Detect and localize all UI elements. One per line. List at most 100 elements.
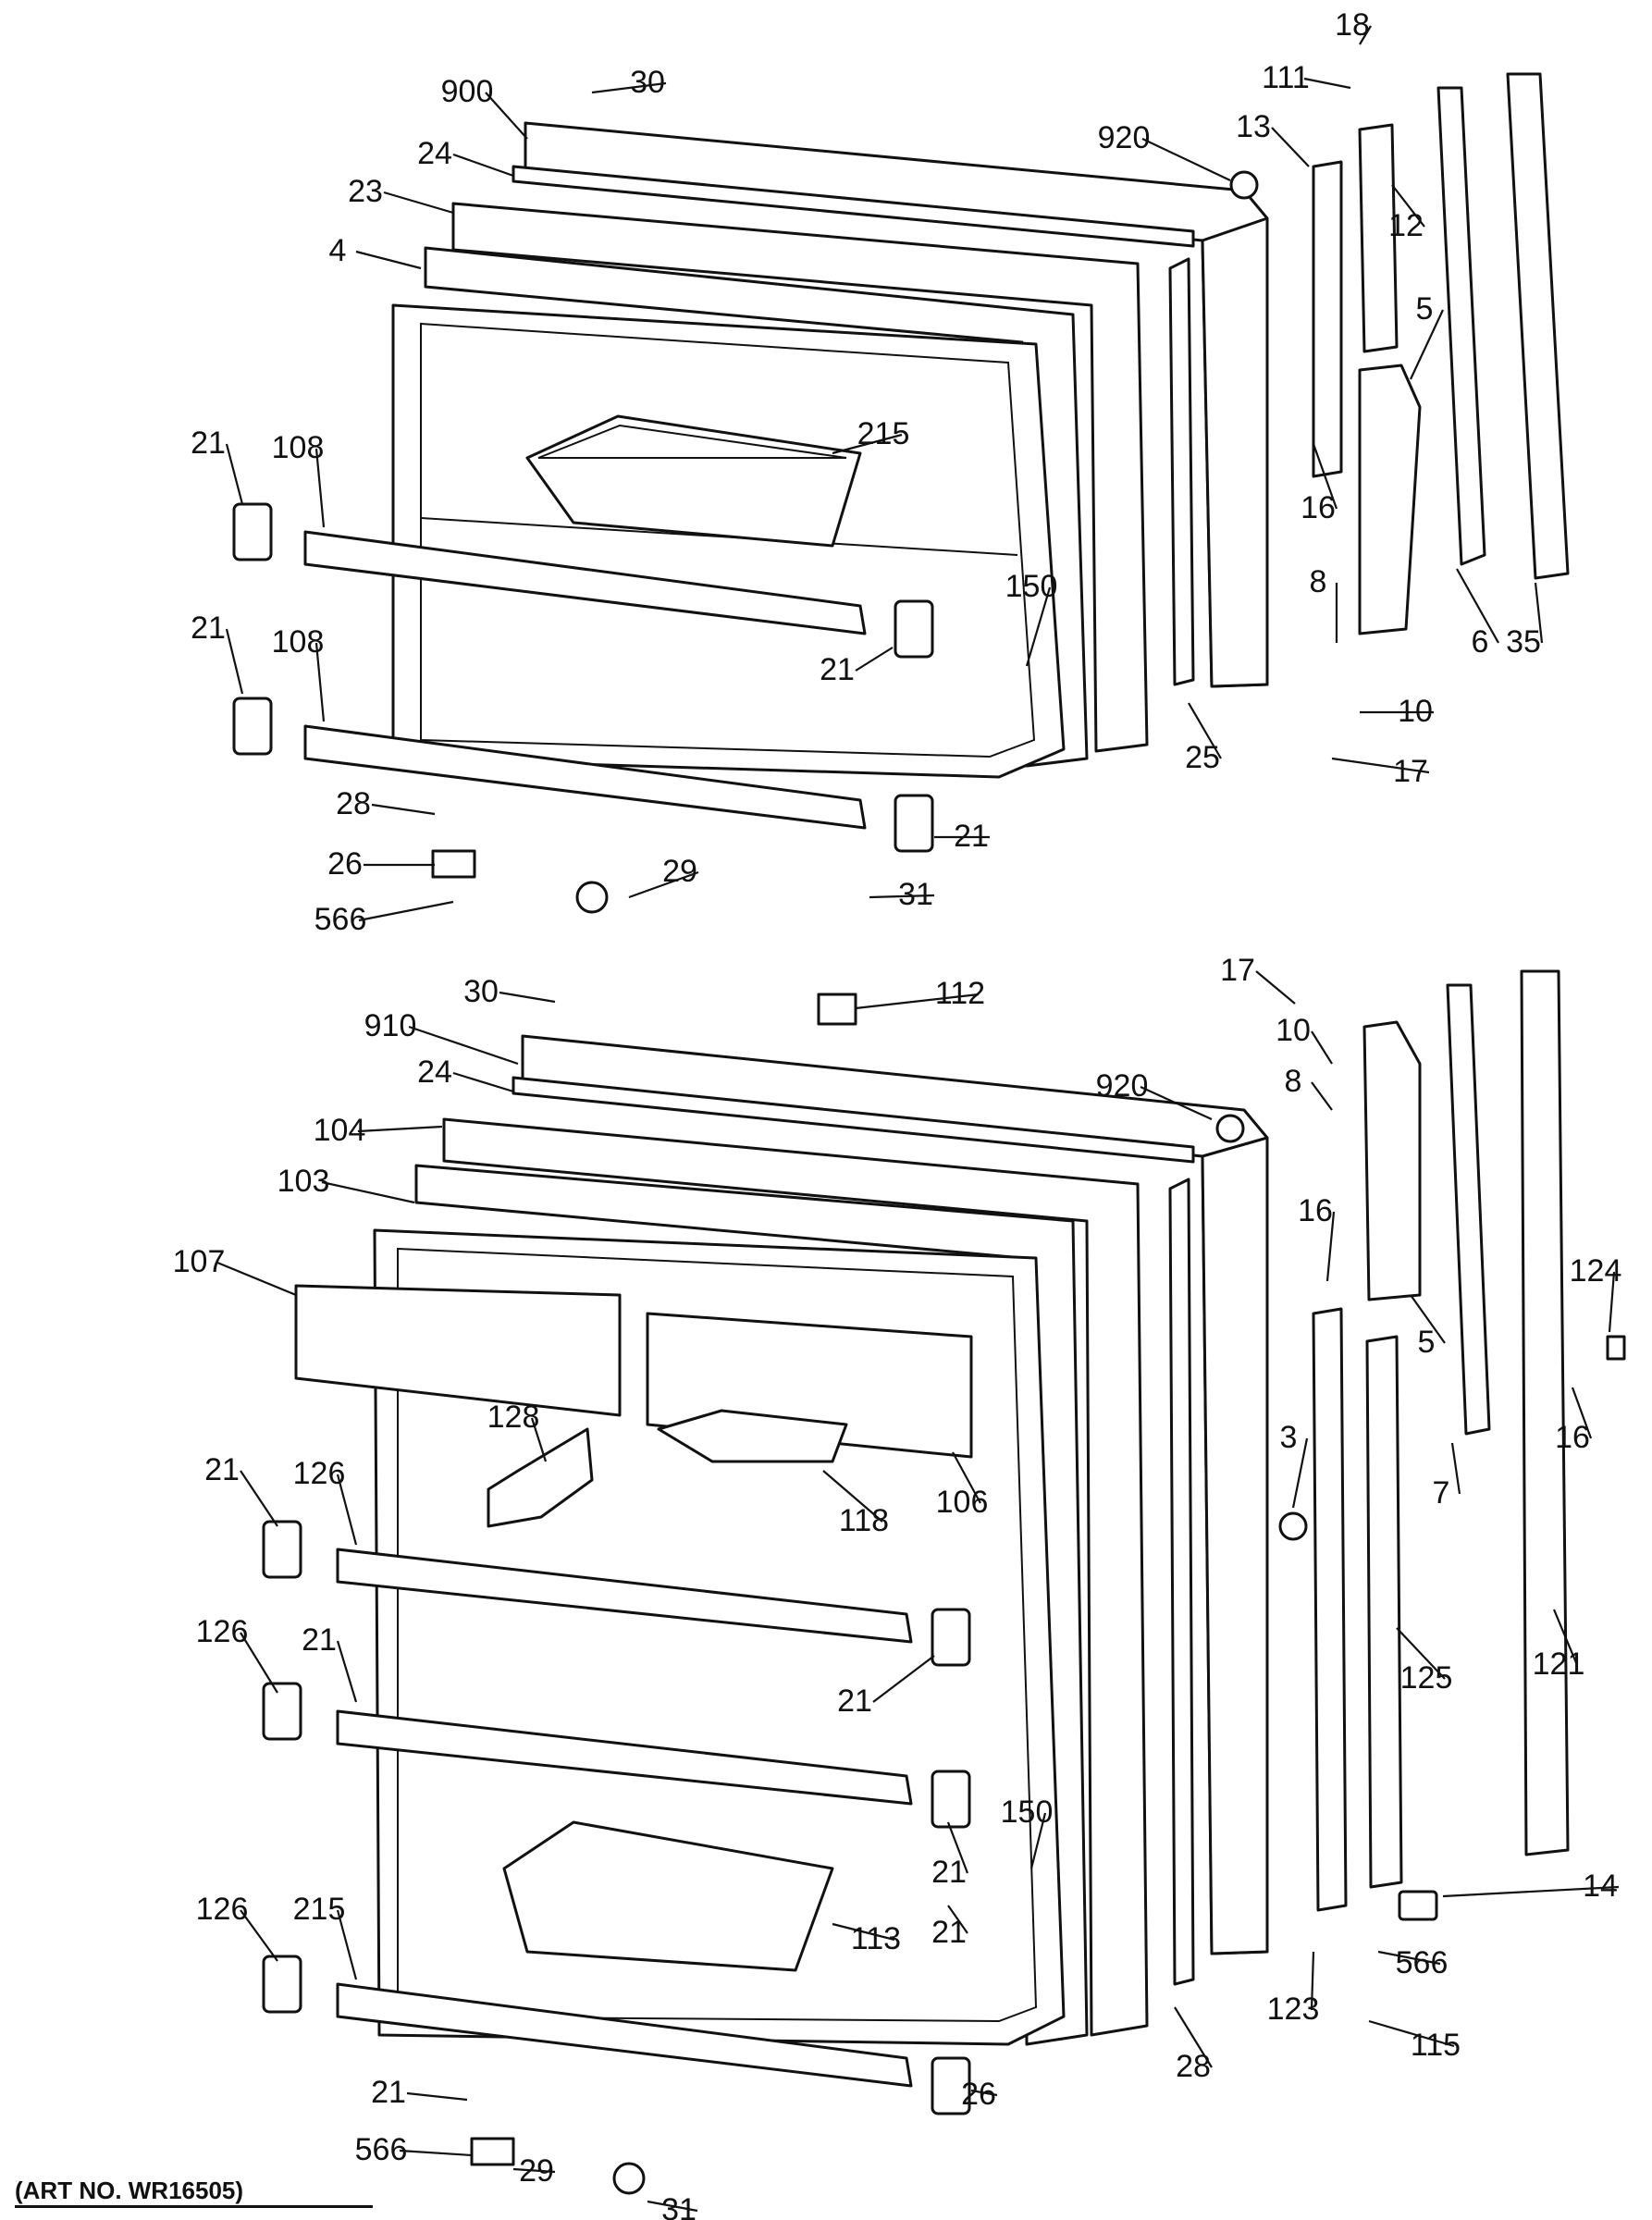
upper-door-callout-label: 31 xyxy=(898,877,933,912)
shelf-bracket xyxy=(262,1955,302,2014)
upper-door-callout-label: 23 xyxy=(348,174,383,209)
lower-door-callout-leader xyxy=(1608,1271,1616,1333)
lower-door-callout-label: 29 xyxy=(519,2153,554,2189)
lower-door-callout-label: 126 xyxy=(196,1614,249,1649)
upper-door-callout-label: 21 xyxy=(191,610,226,646)
lower-door-callout-label: 21 xyxy=(837,1684,872,1719)
upper-door-callout-leader xyxy=(1410,309,1444,380)
upper-door-callout-label: 24 xyxy=(417,136,452,171)
door-gasket xyxy=(442,1117,1149,2037)
lower-door-callout-leader xyxy=(240,1470,278,1527)
upper-door-callout-label: 28 xyxy=(336,786,371,821)
dairy-compartment-door xyxy=(294,1284,622,1417)
lower-door-callout-label: 16 xyxy=(1298,1193,1333,1228)
lower-door-assembly xyxy=(262,969,1626,2195)
liner-inner-edge xyxy=(420,322,1036,758)
shelf-bracket xyxy=(232,697,273,756)
lower-door-callout-label: 16 xyxy=(1555,1420,1590,1455)
plug-button xyxy=(1215,1114,1245,1143)
door-shelf-bar xyxy=(336,1548,913,1644)
upper-door-callout-leader xyxy=(1303,77,1351,90)
upper-door-callout-label: 6 xyxy=(1472,624,1489,660)
liner-inner-edge xyxy=(397,1247,1038,2023)
lower-door-callout-leader xyxy=(1310,1951,1315,2011)
callout-leaders xyxy=(216,25,1620,2213)
lower-door-callout-leader xyxy=(216,1261,297,1297)
lower-door-callout-label: 21 xyxy=(302,1622,337,1658)
stop-bracket xyxy=(431,849,476,879)
trim-strip xyxy=(512,165,1195,248)
lower-door-callout-label: 21 xyxy=(931,1855,967,1890)
upper-door-callout-label: 13 xyxy=(1236,109,1271,144)
upper-door-callout-label: 8 xyxy=(1310,564,1327,599)
upper-door-callout-label: 18 xyxy=(1335,7,1370,43)
upper-door-callout-leader xyxy=(1331,757,1430,774)
upper-door-callout-label: 17 xyxy=(1393,754,1428,789)
hinge-cover xyxy=(1312,1307,1348,1912)
lower-door-callout-leader xyxy=(1450,1442,1461,1495)
upper-door-callout-label: 4 xyxy=(329,233,347,268)
lower-door-callout-leader xyxy=(832,1922,895,1942)
lower-door-callout-leader xyxy=(1291,1437,1309,1509)
outer-door-face xyxy=(1201,216,1269,688)
upper-door-callout-leader xyxy=(1025,586,1052,667)
lower-door-callout-leader xyxy=(406,2091,468,2102)
upper-door-callout-leader xyxy=(225,628,244,695)
lower-door-callout-leader xyxy=(408,1025,519,1066)
spacer-plug xyxy=(1278,1511,1308,1541)
upper-door-callout-leader xyxy=(371,803,436,816)
upper-door-callout-leader xyxy=(1359,25,1372,45)
upper-door-callout-label: 21 xyxy=(820,652,855,687)
upper-door-callout-label: 10 xyxy=(1398,694,1433,729)
shelf-bracket xyxy=(931,2056,971,2115)
lower-door-callout-leader xyxy=(872,1655,935,1703)
lower-door-callout-label: 150 xyxy=(1001,1794,1054,1830)
upper-door-callout-leader xyxy=(1312,443,1338,510)
handle-trim xyxy=(1365,1335,1403,1889)
lower-door-callout-label: 113 xyxy=(851,1921,901,1956)
upper-door-callout-label: 108 xyxy=(272,430,325,465)
upper-door-callout-label: 25 xyxy=(1185,740,1220,775)
lower-door-callout-label: 103 xyxy=(277,1164,330,1199)
door-handle-cover xyxy=(1506,72,1570,580)
lower-door-callout-leader xyxy=(647,2200,698,2213)
upper-door-callout-leader xyxy=(1141,138,1231,181)
trim-strip xyxy=(512,1076,1195,1164)
upper-door-callout-label: 30 xyxy=(630,65,665,100)
upper-door-callout-label: 21 xyxy=(191,426,226,461)
plug-button xyxy=(1229,170,1259,200)
lower-door-callout-label: 128 xyxy=(487,1400,540,1435)
lower-door-callout-label: 566 xyxy=(1396,1945,1449,1980)
upper-door-callout-label: 12 xyxy=(1388,208,1424,243)
lower-door-callout-leader xyxy=(1174,2006,1213,2068)
door-stop xyxy=(817,993,857,1026)
lower-door-callout-leader xyxy=(970,2089,998,2097)
upper-door-callout-leader xyxy=(314,642,326,722)
upper-door-callout-leader xyxy=(1188,702,1222,759)
lower-door-callout-label: 28 xyxy=(1176,2049,1211,2084)
upper-door-callout-leader xyxy=(1391,184,1425,228)
hinge-cap xyxy=(1398,1890,1438,1921)
upper-door-callout-leader xyxy=(314,448,326,528)
lower-door-callout-label: 126 xyxy=(293,1456,346,1491)
door-handle-cover xyxy=(1520,969,1570,1856)
upper-door-callout-leader xyxy=(628,870,699,899)
butter-retainer xyxy=(487,1427,594,1528)
shelf-bracket xyxy=(262,1520,302,1579)
lower-door-callout-label: 10 xyxy=(1276,1013,1311,1048)
upper-door-callout-leader xyxy=(358,900,454,922)
upper-door-callout-label: 26 xyxy=(327,846,363,882)
upper-door-callout-leader xyxy=(383,191,454,215)
lower-door-callout-label: 26 xyxy=(961,2077,996,2112)
lower-door-callout-label: 920 xyxy=(1096,1068,1149,1104)
lower-door-callout-leader xyxy=(399,2149,473,2157)
lower-door-callout-leader xyxy=(952,1451,981,1504)
lower-door-callout-leader xyxy=(240,1632,278,1694)
lower-door-callout-label: 21 xyxy=(371,2075,406,2110)
lower-door-callout-leader xyxy=(336,1474,358,1546)
shelf-bracket xyxy=(894,794,934,853)
upper-door-callout-leader xyxy=(855,647,894,672)
lower-door-callout-label: 910 xyxy=(364,1008,417,1043)
